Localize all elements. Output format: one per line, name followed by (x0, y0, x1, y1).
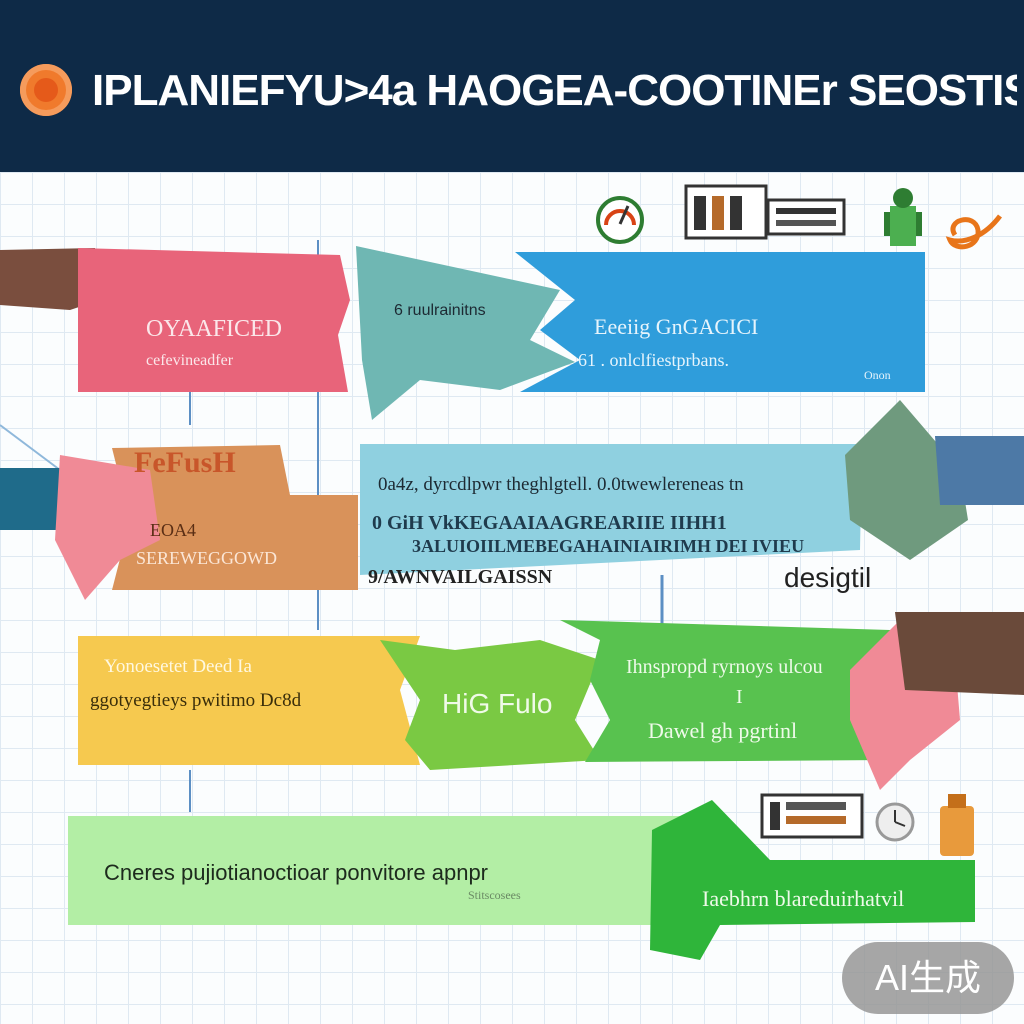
orange-block-heading: FeFusH (134, 446, 236, 479)
pink-block-heading: OYAAFICED (146, 316, 283, 342)
hand-shape (935, 436, 1024, 505)
orange-swirl-icon (945, 214, 1002, 250)
block-green-mid (380, 640, 600, 770)
header-bar: IPLANIEFYU>4a HAOGEA-COOTINEr SEOSTISFO (0, 0, 1024, 172)
hand-shape (55, 455, 160, 600)
yellow-block-line-2: ggotyegtieys pwitimo Dc8d (90, 690, 302, 711)
ai-generated-badge: AI生成 (842, 942, 1014, 1014)
server-rack-icon (684, 184, 846, 240)
server-rack-icon (760, 793, 864, 839)
block-yellow (78, 636, 420, 765)
connector-line (0, 424, 61, 471)
pink-block-subtext: cefevineadfer (146, 352, 234, 369)
teal-block-text: 6 ruulrainitns (394, 302, 486, 319)
block-green-right (560, 620, 895, 762)
gauge-icon (596, 196, 644, 244)
cyan-block-line-5: desigtil (784, 562, 872, 593)
block-light-green (68, 816, 700, 925)
blue-block-subtext: 61 . onlclfiestprbans. (578, 350, 729, 370)
green-right-line-2: I (736, 686, 743, 708)
green-right-line-1: Ihnspropd ryrnoys ulcou (626, 656, 823, 678)
logo-icon (20, 64, 72, 116)
blue-block-heading: Eeeiig GnGACICI (594, 314, 759, 339)
block-orange (112, 445, 358, 590)
blue-block-note: Onon (864, 368, 891, 382)
block-teal-arrow (356, 246, 575, 420)
orange-block-subtext: EOA4 (150, 520, 196, 540)
block-pink (78, 248, 350, 392)
clock-icon (875, 802, 915, 842)
page-title: IPLANIEFYU>4a HAOGEA-COOTINEr SEOSTISFO (92, 66, 1017, 115)
cyan-block-line-3: 3ALUIOIILMEBEGAHAINIAIRIMH DEI IVIEU (412, 536, 805, 556)
green-right-line-3: Dawel gh pgrtinl (648, 718, 798, 743)
orange-block-subtext-2: SEREWEGGOWD (136, 548, 277, 568)
block-blue (515, 252, 925, 392)
yellow-block-line-1: Yonoesetet Deed Ia (104, 656, 252, 677)
block-cyan (360, 444, 862, 575)
green-mid-block-text: HiG Fulo (442, 688, 553, 719)
robot-figure-icon (884, 188, 922, 246)
cyan-block-line-2: 0 GiH VkKEGAAIAAGREARIIE IIHH1 (372, 512, 727, 534)
light-green-block-line-2: Stitscosees (468, 888, 521, 902)
cyan-block-line-4: 9/AWNVAILGAISSN (368, 566, 553, 588)
block-bright-green (650, 800, 975, 960)
bottle-icon (940, 794, 974, 856)
light-green-block-line-1: Cneres pujiotianoctioar ponvitore apnpr (104, 860, 489, 885)
hand-shape (895, 612, 1024, 695)
hand-shape (845, 400, 968, 560)
bottom-green-block-text: Iaebhrn blareduirhatvil (702, 886, 905, 911)
cyan-block-line-1: 0a4z, dyrcdlpwr theghlgtell. 0.0twewlere… (378, 474, 744, 495)
hand-shape (0, 248, 100, 310)
